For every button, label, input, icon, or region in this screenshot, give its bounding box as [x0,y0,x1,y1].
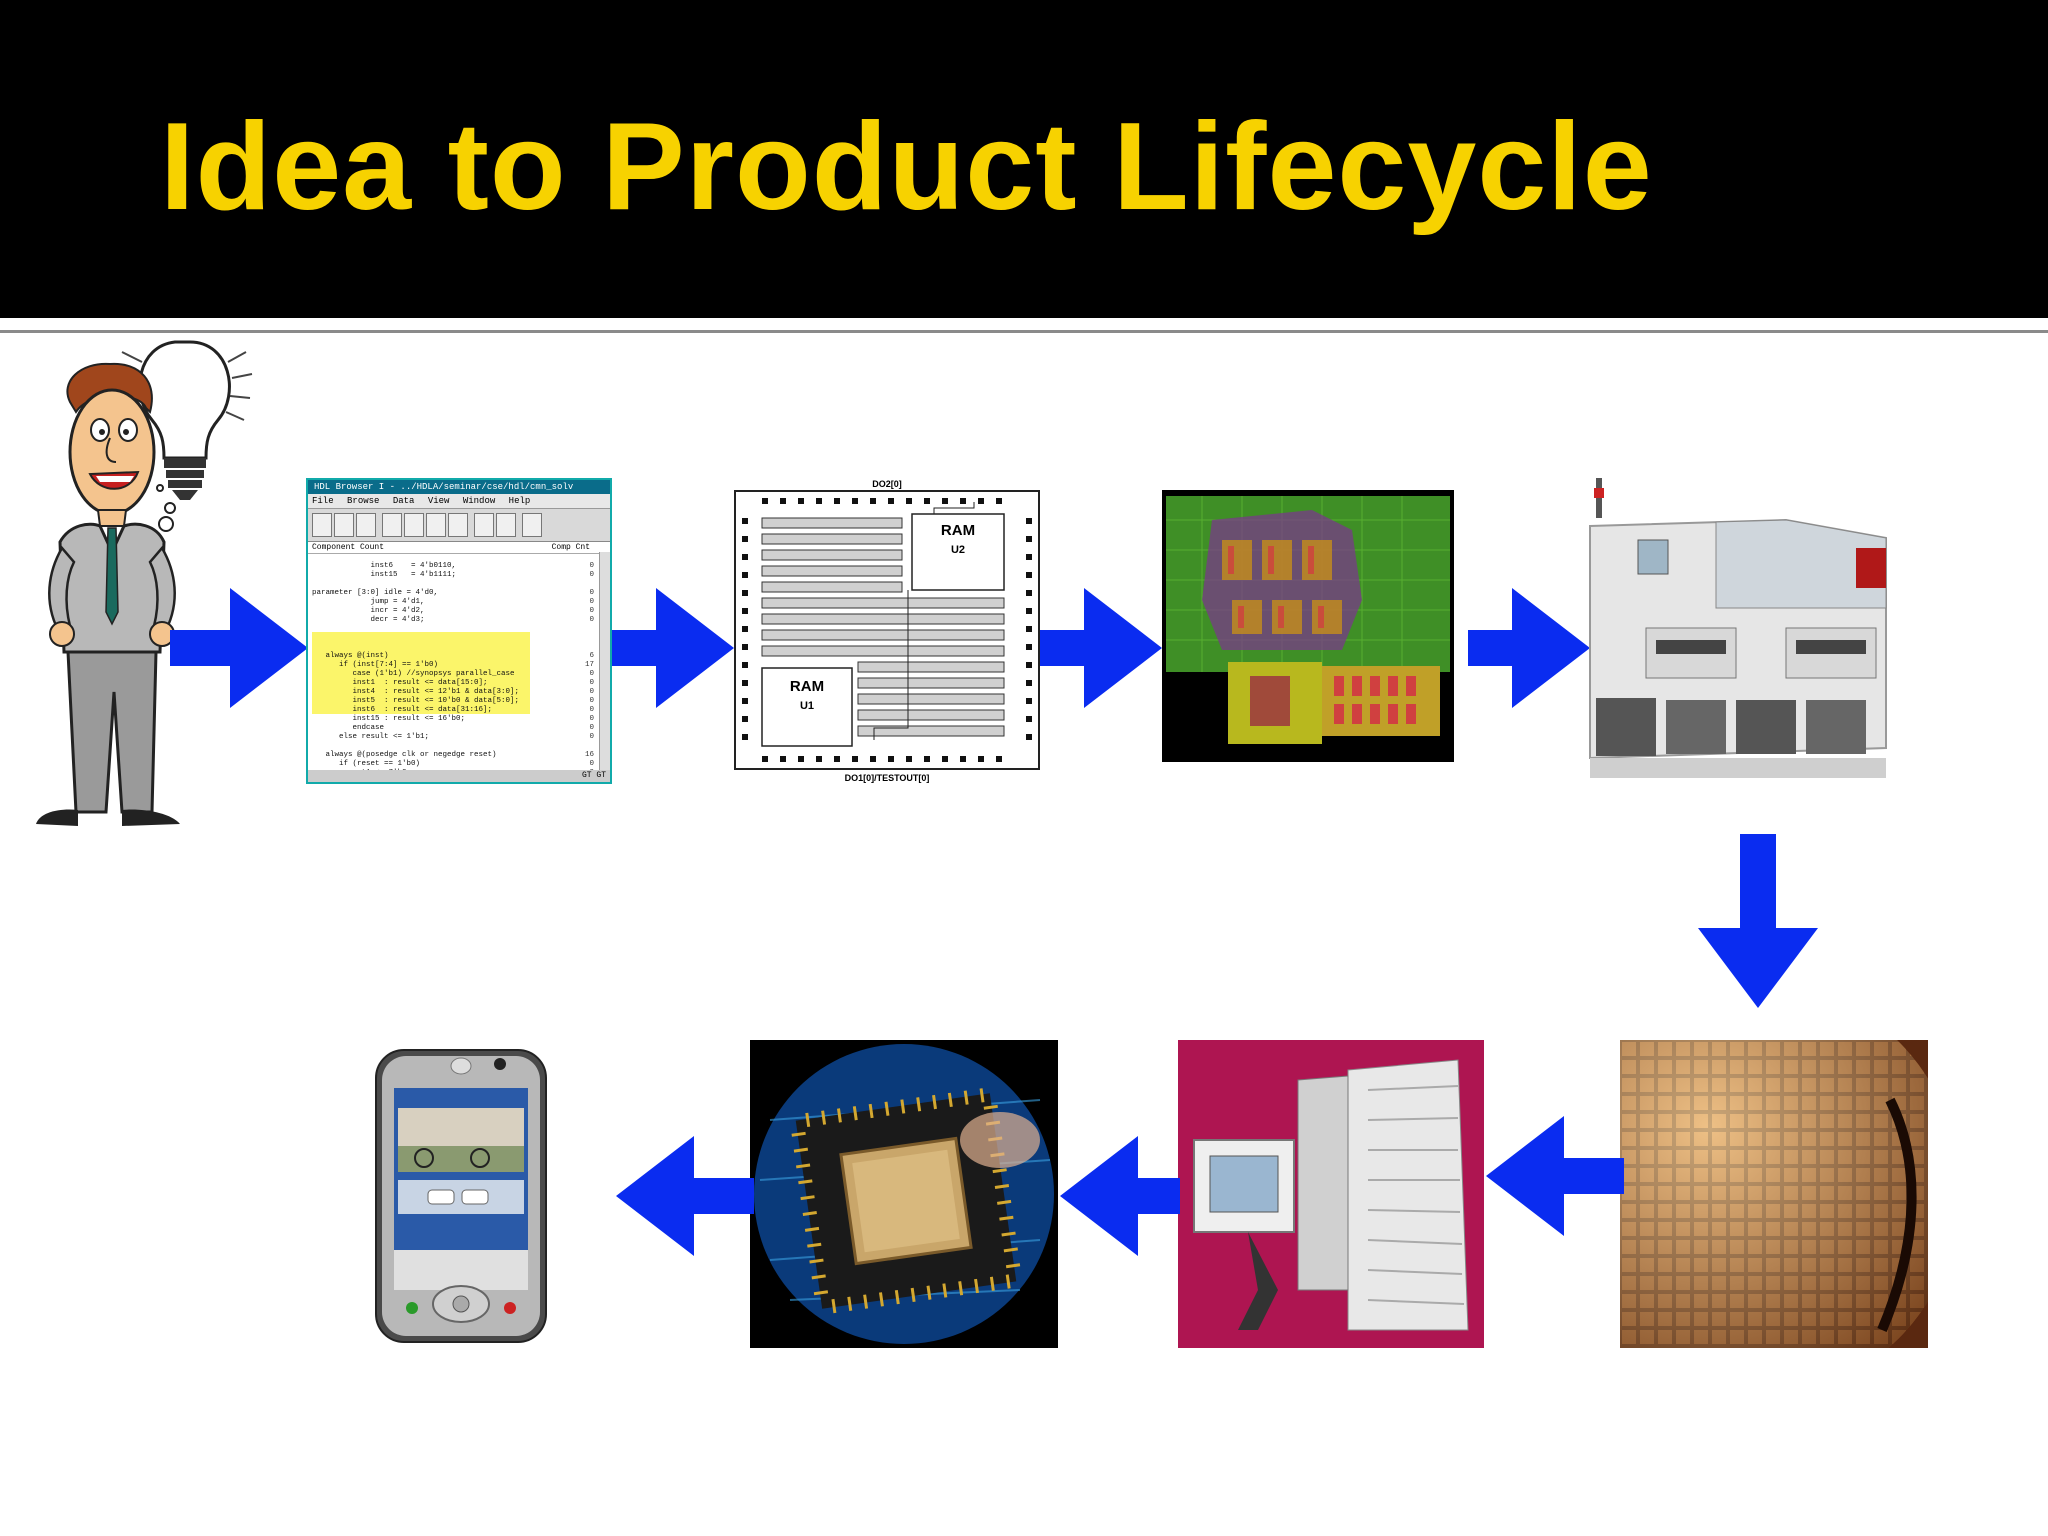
mobile-phone-image [372,1046,550,1346]
hdl-code-listing: inst6 = 4'b0110, inst15 = 4'b1111; param… [312,562,520,777]
arrow-left-1 [1484,1116,1624,1236]
idea-person-illustration [30,312,280,842]
ram-u2-label: RAM [940,522,976,539]
chip-floorplan-diagram: DO2[0] RAM U2 RAM U1 DO1[0]/TESTOUT[0] [734,478,1040,788]
ic-tester-image [1178,1040,1484,1348]
ram-u1-id: U1 [799,700,815,712]
hdl-window-title: HDL Browser I - ../HDLA/seminar/cse/hdl/… [308,480,610,494]
header-divider [0,330,2048,333]
arrow-right-2 [612,588,736,708]
hdl-browser-window: HDL Browser I - ../HDLA/seminar/cse/hdl/… [306,478,612,784]
hdl-column-header: Component Count Comp Cnt [308,542,610,554]
hdl-code-highlight [312,632,530,714]
ram-u2-id: U2 [950,544,966,556]
hdl-col-right: Comp Cnt [551,543,590,552]
floorplan-bottom-label: DO1[0]/TESTOUT[0] [844,773,930,783]
hdl-menu-bar: File Browse Data View Window Help [308,494,610,509]
arrow-left-3 [614,1136,754,1256]
slide-header [0,0,2048,318]
arrow-right-4 [1468,588,1592,708]
arrow-right-3 [1040,588,1164,708]
packaged-chip-image [750,1040,1058,1348]
hdl-menu-file: File [312,496,334,506]
fab-equipment-image [1586,478,1896,784]
chip-layout-image [1162,490,1454,762]
silicon-wafer-image [1620,1040,1928,1348]
arrow-left-2 [1058,1136,1180,1256]
hdl-menu-view: View [427,496,450,506]
light-bulb-icon [117,340,253,532]
hdl-status-bar: GT GT [308,770,610,782]
hdl-menu-help: Help [508,496,531,506]
hdl-menu-data: Data [392,496,415,506]
ram-u1-label: RAM [789,678,825,695]
arrow-right-1 [170,588,310,708]
hdl-scrollbar [599,552,610,770]
hdl-col-left: Component Count [312,543,385,552]
slide-title: Idea to Product Lifecycle [160,98,1653,236]
arrow-down [1698,834,1818,1010]
hdl-menu-browse: Browse [347,496,380,506]
hdl-count-column: 0 0 0 0 0 0 6 17 0 0 0 0 0 0 0 0 16 0 0 [584,562,594,777]
floorplan-top-label: DO2[0] [872,479,902,489]
hdl-menu-window: Window [462,496,496,506]
hdl-toolbar [308,509,610,542]
